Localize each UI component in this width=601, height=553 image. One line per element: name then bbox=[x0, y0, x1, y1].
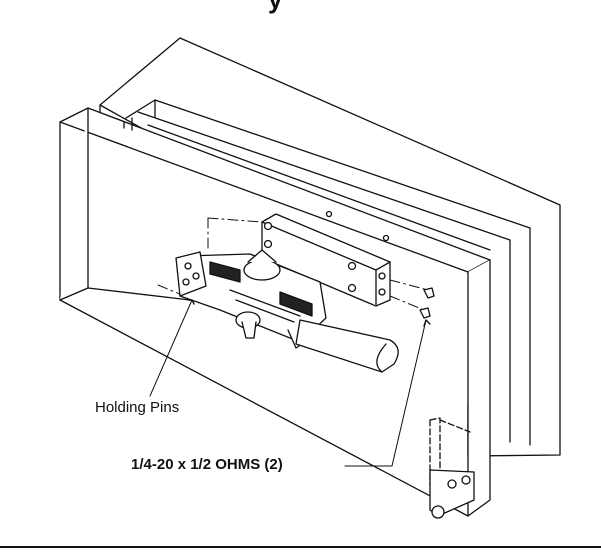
leader-lines bbox=[149, 299, 431, 467]
mounting-bracket bbox=[261, 210, 391, 307]
screws bbox=[419, 287, 435, 319]
title-fragment: y bbox=[268, 0, 282, 12]
holding-pins-label: Holding Pins bbox=[95, 399, 180, 416]
closer-cover bbox=[295, 319, 399, 373]
screws-label: 1/4-20 x 1/2 OHMS (2) bbox=[131, 456, 283, 473]
door-hinge bbox=[429, 417, 475, 519]
door-closer-body bbox=[175, 249, 327, 349]
alignment-lines bbox=[157, 217, 429, 311]
